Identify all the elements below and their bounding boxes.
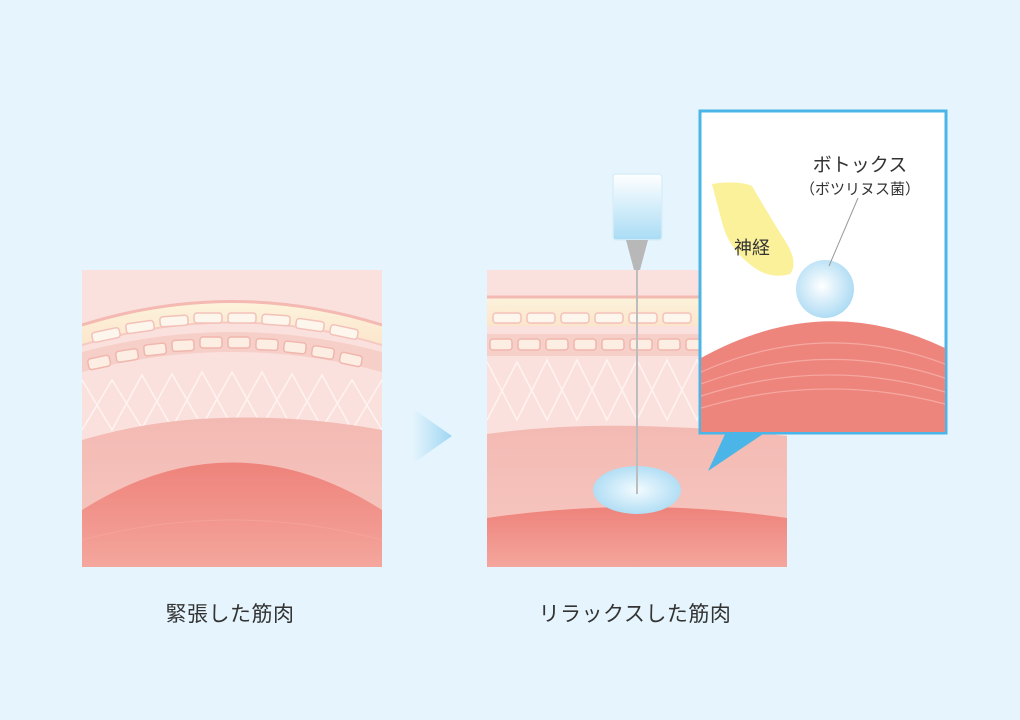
nerve-label: 神経: [734, 238, 770, 259]
tense-muscle-panel: [82, 270, 382, 567]
tense-muscle-caption: 緊張した筋肉: [165, 602, 295, 626]
callout-zoom-panel: [698, 109, 948, 435]
botox-label: ボトックス: [812, 154, 908, 176]
botox-particle: [796, 260, 854, 318]
callout-pointer: [708, 432, 766, 471]
syringe-icon: [612, 173, 663, 494]
relaxed-muscle-caption: リラックスした筋肉: [538, 602, 732, 626]
botox-sublabel: （ボツリヌス菌）: [799, 180, 920, 198]
nerve-shape: [712, 182, 794, 276]
arrow-right-icon: [412, 408, 452, 464]
epidermis-cells: [91, 312, 359, 343]
